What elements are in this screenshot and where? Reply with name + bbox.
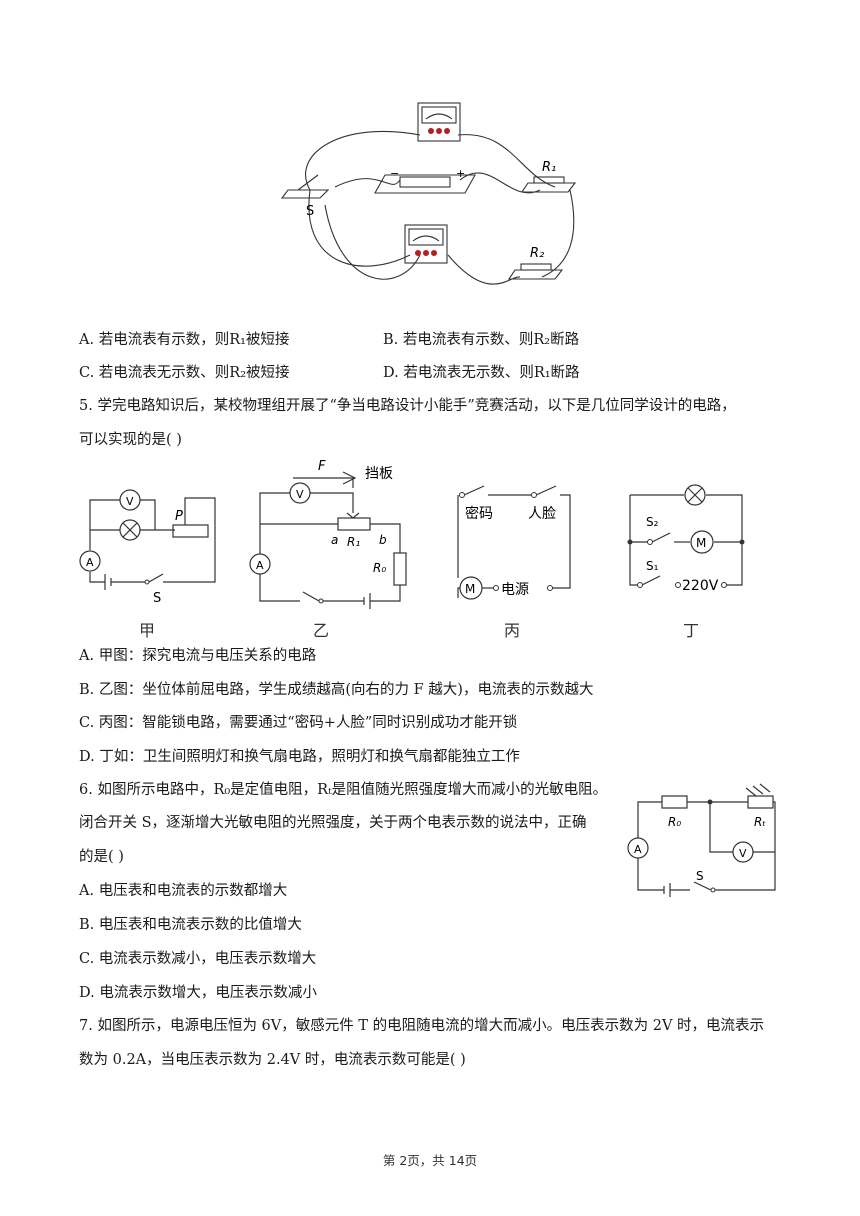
- q4-option-b: B. 若电流表有示数、则R₂断路: [383, 332, 580, 348]
- q5-option-d: D. 丁如：卫生间照明灯和换气扇电路，照明灯和换气扇都能独立工作: [79, 749, 520, 765]
- jia-label-s: S: [153, 591, 161, 606]
- yi-label-r1: R₁: [347, 535, 360, 549]
- ding-label-m: M: [696, 536, 706, 550]
- q6-circuit-figure: R₀ Rₜ A V S: [627, 783, 776, 897]
- jia-label-p: P: [175, 509, 183, 524]
- q5-option-a: A. 甲图：探究电流与电压关系的电路: [79, 648, 317, 664]
- q6-label-a: A: [634, 843, 642, 856]
- q4-label-plus: +: [456, 167, 465, 180]
- q6-stem-line3: 的是( ): [79, 849, 124, 865]
- q4-label-r2: R₂: [530, 246, 544, 261]
- q5-caption-yi: 乙: [313, 621, 330, 640]
- q6-label-r0: R₀: [668, 815, 681, 829]
- yi-label-baffle: 挡板: [365, 466, 393, 482]
- q7-stem-line2: 数为 0.2A，当电压表示数为 2.4V 时，电流表示数可能是( ): [79, 1052, 466, 1068]
- q5-circuit-bing: 密码 人脸 M 电源: [457, 485, 571, 600]
- q4-label-r1: R₁: [542, 160, 556, 175]
- q6-label-s: S: [696, 869, 704, 883]
- q4-option-c: C. 若电流表无示数、则R₂被短接: [79, 365, 290, 381]
- yi-label-a-end: a: [331, 533, 338, 547]
- bing-label-m: M: [465, 582, 475, 596]
- yi-label-f: F: [318, 459, 326, 474]
- bing-label-face: 人脸: [528, 506, 556, 522]
- ding-label-s1: S₁: [646, 559, 659, 573]
- yi-label-b-end: b: [379, 533, 387, 547]
- ding-label-s2: S₂: [646, 515, 659, 529]
- q6-option-c: C. 电流表示数减小，电压表示数增大: [79, 951, 317, 967]
- q4-label-switch: S: [306, 204, 314, 219]
- q7-stem-line1: 7. 如图所示，电源电压恒为 6V，敏感元件 T 的电阻随电流的增大而减小。电压…: [79, 1018, 765, 1034]
- q5-stem-line2: 可以实现的是( ): [79, 432, 182, 448]
- q5-caption-jia: 甲: [139, 621, 156, 640]
- q6-label-v: V: [739, 847, 747, 860]
- q5-circuit-yi: V A F 挡板 a b R₁ R₀: [249, 459, 407, 609]
- page-footer: 第 2页，共 14页: [382, 1153, 478, 1168]
- jia-label-a: A: [86, 556, 94, 569]
- q5-option-c: C. 丙图：智能锁电路，需要通过“密码+人脸”同时识别成功才能开锁: [79, 715, 518, 731]
- yi-label-a: A: [256, 559, 264, 572]
- q4-label-minus: −: [390, 167, 399, 180]
- q6-stem-line2: 闭合开关 S，逐渐增大光敏电阻的光照强度，关于两个电表示数的说法中，正确: [79, 815, 587, 831]
- q6-option-a: A. 电压表和电流表的示数都增大: [79, 883, 288, 899]
- q5-caption-ding: 丁: [683, 621, 700, 640]
- yi-label-r0: R₀: [373, 561, 386, 575]
- bing-label-power: 电源: [501, 582, 529, 598]
- q6-label-rt: Rₜ: [754, 815, 766, 829]
- q4-option-d: D. 若电流表无示数、则R₁断路: [383, 365, 580, 381]
- q4-option-a: A. 若电流表有示数，则R₁被短接: [79, 332, 290, 348]
- q4-circuit-figure: S R₁ R₂ + −: [280, 102, 577, 285]
- q5-stem-line1: 5. 学完电路知识后，某校物理组开展了“争当电路设计小能手”竞赛活动，以下是几位…: [79, 398, 736, 414]
- q5-caption-bing: 丙: [504, 621, 521, 640]
- yi-label-v: V: [296, 488, 304, 501]
- q6-option-b: B. 电压表和电流表示数的比值增大: [79, 917, 302, 933]
- q5-circuit-jia: V A P S: [79, 489, 216, 606]
- jia-label-v: V: [126, 495, 134, 508]
- q5-option-b: B. 乙图：坐位体前屈电路，学生成绩越高(向右的力 F 越大)，电流表的示数越大: [79, 682, 594, 698]
- q6-stem-line1: 6. 如图所示电路中，R₀是定值电阻，Rₜ是阻值随光照强度增大而减小的光敏电阻。: [79, 782, 608, 798]
- q6-option-d: D. 电流表示数增大，电压表示数减小: [79, 985, 317, 1001]
- q5-circuit-ding: M S₂ S₁ 220V: [627, 484, 745, 594]
- bing-label-password: 密码: [465, 505, 493, 522]
- ding-label-220v: 220V: [682, 578, 719, 594]
